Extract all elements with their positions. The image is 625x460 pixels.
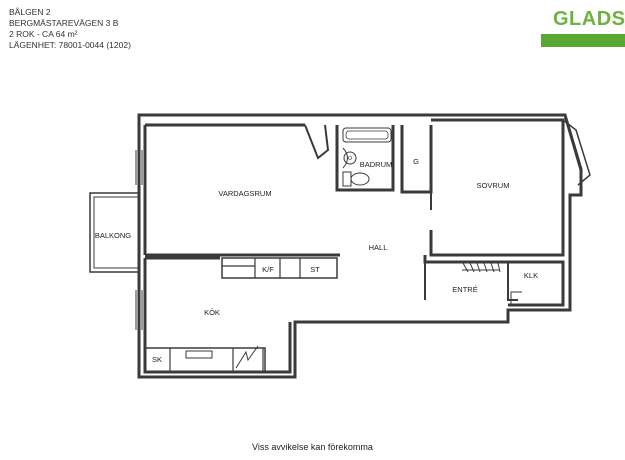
bathroom-walls xyxy=(335,125,395,192)
room-label-g: G xyxy=(413,157,419,166)
sink-drain xyxy=(348,156,352,160)
room-label-sovrum: SOVRUM xyxy=(477,181,510,190)
balcony-outline xyxy=(89,192,139,273)
bathtub-inner xyxy=(345,130,389,140)
room-label-st: ST xyxy=(310,265,320,274)
sink xyxy=(343,151,357,165)
room-label-vardagsrum: VARDAGSRUM xyxy=(218,189,271,198)
counter-bottom xyxy=(144,347,266,373)
property-info: BÅLGEN 2 BERGMÄSTAREVÄGEN 3 B 2 ROK - CA… xyxy=(9,7,131,51)
room-label-kok: KÖK xyxy=(204,308,220,317)
room-label-klk: KLK xyxy=(524,271,538,280)
closet-g-walls xyxy=(400,125,433,194)
bathtub xyxy=(342,127,392,143)
property-name: BÅLGEN 2 xyxy=(9,7,51,17)
balcony-inner xyxy=(93,196,139,269)
bedroom-window xyxy=(562,119,591,186)
room-label-hall: HALL xyxy=(369,243,388,252)
counter-bottom-dividers xyxy=(169,348,264,372)
property-address: BERGMÄSTAREVÄGEN 3 B xyxy=(9,18,119,28)
property-size: 2 ROK - CA 64 m² xyxy=(9,29,78,39)
brand-bar xyxy=(541,34,625,47)
window-living xyxy=(135,150,143,185)
klk-walls xyxy=(507,262,518,301)
disclaimer-note: Viss avvikelse kan förekomma xyxy=(252,442,373,452)
toilet-tank xyxy=(342,171,352,187)
apartment-number: LÄGENHET: 78001-0044 (1202) xyxy=(9,40,131,50)
bedroom-walls xyxy=(429,118,565,257)
brand-logo: GLADSH xyxy=(541,8,625,48)
entre-door xyxy=(510,291,522,304)
sink-arc xyxy=(342,147,348,169)
outer-wall xyxy=(137,113,583,379)
brand-name: GLADSH xyxy=(553,8,625,30)
room-label-balkong: BALKONG xyxy=(95,231,131,240)
sink-counter xyxy=(185,350,213,359)
window-kitchen xyxy=(135,290,143,330)
toilet-bowl xyxy=(350,172,370,186)
stove-symbol xyxy=(235,345,259,369)
room-label-badrum: BADRUM xyxy=(360,160,393,169)
room-label-kf: K/F xyxy=(262,265,274,274)
hall-wall xyxy=(423,255,565,307)
room-label-sk: SK xyxy=(152,355,162,364)
living-angled-wall xyxy=(304,124,330,160)
room-label-entre: ENTRÉ xyxy=(452,285,477,294)
counter-dividers xyxy=(222,258,301,278)
wardrobe-marks xyxy=(462,262,501,273)
